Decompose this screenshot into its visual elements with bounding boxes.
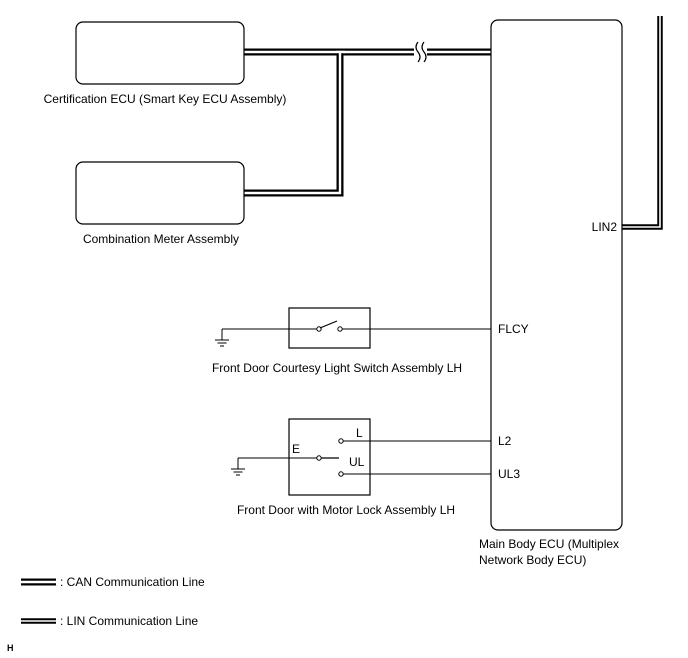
main-body-ecu-label-line1: Main Body ECU (Multiplex [479,537,619,551]
pin-l2-label: L2 [498,434,512,448]
motor-lock-switch [231,418,491,496]
ground-icon [215,329,229,347]
main-body-ecu-label-line2: Network Body ECU) [479,553,586,567]
corner-mark: H [7,643,14,653]
legend-can: : CAN Communication Line [21,575,205,589]
terminal-l-label: L [356,426,363,440]
ground-icon [231,458,245,476]
certification-ecu-label: Certification ECU (Smart Key ECU Assembl… [44,92,287,106]
line-break-mark [414,41,427,63]
can-bus-line [244,48,491,197]
courtesy-switch [215,307,491,349]
pin-flcy-label: FLCY [498,322,529,336]
main-body-ecu-box [490,19,623,531]
pin-lin2-label: LIN2 [592,220,618,234]
lin-bus-line [622,16,663,230]
terminal-ul-label: UL [349,455,365,469]
legend-lin: : LIN Communication Line [21,614,198,628]
legend-can-label: : CAN Communication Line [60,575,205,589]
combination-meter-box [75,161,245,225]
pin-ul3-label: UL3 [498,467,520,481]
motor-lock-label: Front Door with Motor Lock Assembly LH [237,503,455,517]
combination-meter-label: Combination Meter Assembly [83,232,239,246]
legend-lin-label: : LIN Communication Line [60,614,198,628]
certification-ecu-box [75,21,245,85]
courtesy-switch-label: Front Door Courtesy Light Switch Assembl… [212,361,462,375]
terminal-e-label: E [292,442,300,456]
